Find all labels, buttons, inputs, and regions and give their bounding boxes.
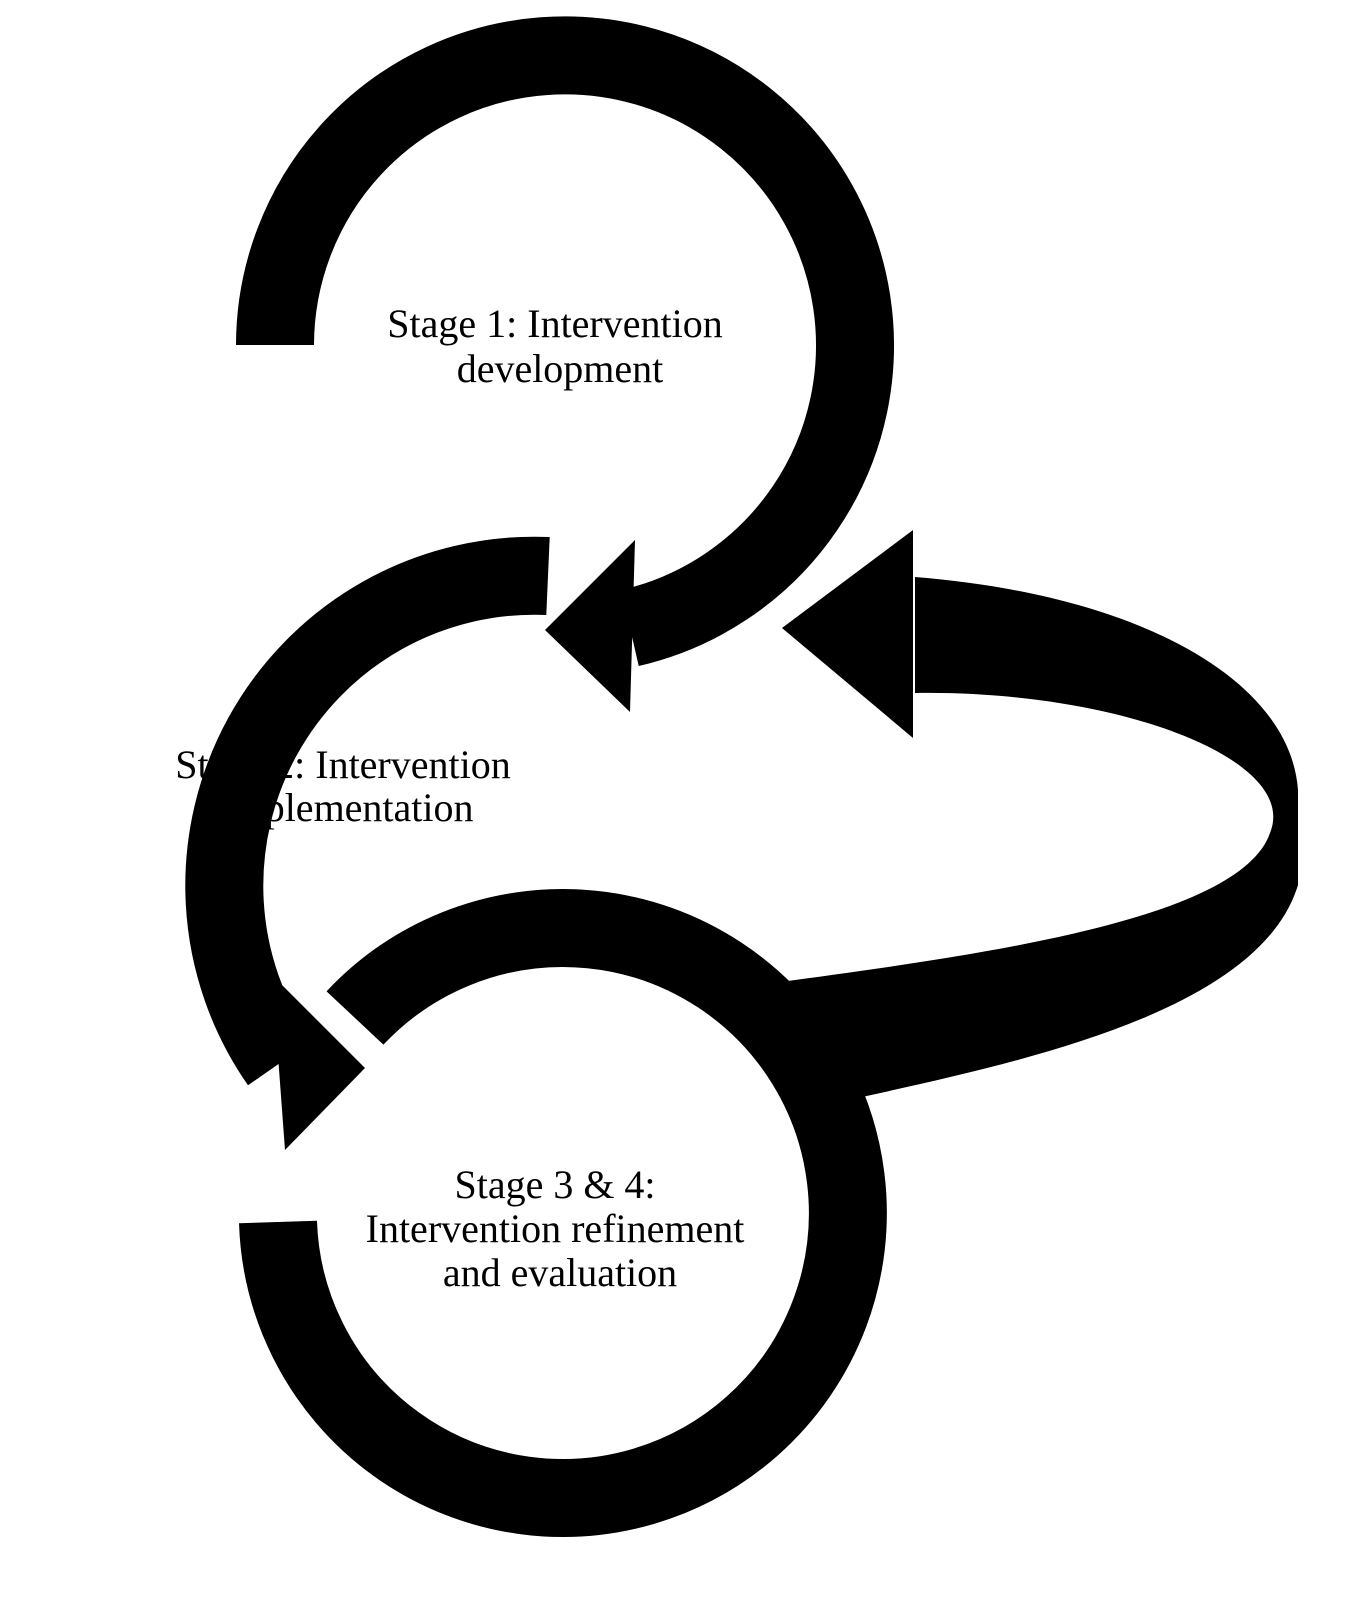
stage-2-ring-arrow — [185, 536, 550, 1086]
stage-3-4-ring-arrow — [239, 889, 887, 1537]
stage-1-label-line-1: Stage 1: Intervention — [387, 301, 722, 346]
stage-3-4-label: Stage 3 & 4: Intervention refinement and… — [366, 1162, 755, 1295]
stage-3-4-label-line-3: and evaluation — [443, 1250, 677, 1295]
stage-1-label-line-2: development — [457, 346, 664, 391]
stage-2-arrowhead-icon — [272, 975, 365, 1150]
stage-2-label: Stage 2: Intervention implementation — [175, 742, 520, 830]
feedback-loop-band — [780, 577, 1298, 1097]
stage-1-ring-arrow — [236, 16, 894, 666]
stage-3-4-label-line-2: Intervention refinement — [366, 1206, 745, 1251]
stage-3-4-label-line-1: Stage 3 & 4: — [454, 1162, 655, 1207]
stage-2-label-line-1: Stage 2: Intervention — [175, 742, 510, 787]
stage-1-label: Stage 1: Intervention development — [387, 301, 732, 391]
stage-1-arrowhead-icon — [545, 540, 635, 712]
feedback-arrowhead-icon — [782, 530, 913, 738]
stage-2-label-line-2: implementation — [222, 785, 473, 830]
